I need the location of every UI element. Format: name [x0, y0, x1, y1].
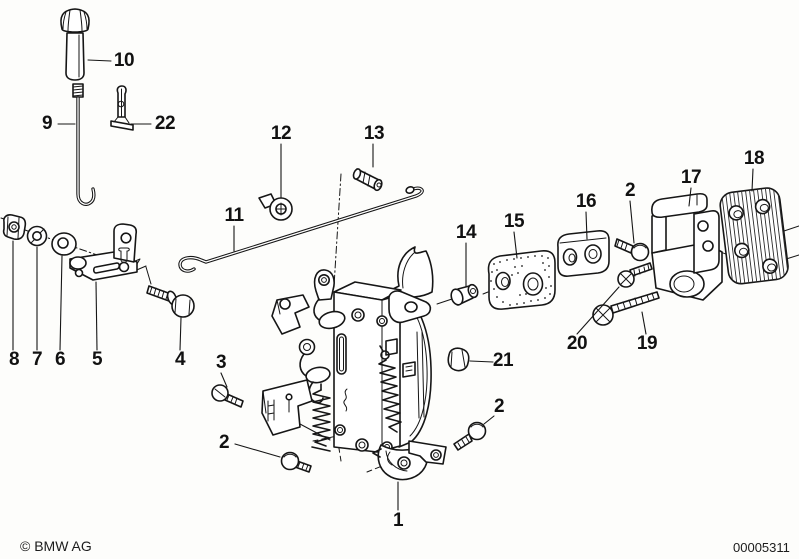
- callout-7: 7: [31, 349, 43, 370]
- part-21-cap: [447, 347, 470, 372]
- part-4-bolt: [146, 285, 195, 318]
- callout-8: 8: [8, 349, 20, 370]
- callout-20: 20: [566, 333, 588, 354]
- part-8-nut: [2, 214, 27, 241]
- callout-21: 21: [492, 350, 514, 371]
- part-19-screw: [592, 291, 660, 326]
- callout-18: 18: [743, 148, 765, 169]
- leader-lines: [12, 59, 754, 511]
- part-7-lock-washer: [26, 225, 48, 247]
- part-1-lock-assembly: [261, 246, 447, 481]
- callout-2c: 2: [493, 396, 505, 417]
- callout-12: 12: [270, 123, 292, 144]
- part-12-grommet: [258, 193, 293, 221]
- callout-2b: 2: [218, 432, 230, 453]
- part-11-rod: [178, 186, 424, 273]
- callout-15: 15: [503, 211, 525, 232]
- part-9-rod: [72, 83, 96, 206]
- callout-5: 5: [91, 349, 103, 370]
- screw-2-upper-right: [614, 238, 650, 262]
- part-15-striker-block: [487, 250, 556, 310]
- part-22-clip: [110, 85, 134, 131]
- screw-2-lower-left: [280, 451, 312, 473]
- part-17-striker-bracket: [651, 192, 723, 301]
- part-3-screw: [211, 384, 244, 408]
- screw-2-lower-right: [453, 421, 487, 451]
- part-14-bushing: [450, 283, 479, 306]
- part-13-clip: [352, 168, 383, 192]
- part-5-bracket: [69, 223, 138, 281]
- callout-4: 4: [174, 349, 186, 370]
- part-18-striker-plate: [719, 186, 790, 286]
- callout-16: 16: [575, 191, 597, 212]
- part-10-knob: [60, 8, 90, 81]
- callout-3: 3: [215, 352, 227, 373]
- callout-17: 17: [680, 167, 702, 188]
- callout-2a: 2: [624, 180, 636, 201]
- part-16-spacer-block: [557, 230, 610, 277]
- callout-19: 19: [636, 333, 658, 354]
- callout-13: 13: [363, 123, 385, 144]
- part-20-screw: [617, 262, 653, 288]
- part-6-washer: [51, 232, 77, 256]
- diagram-number-text: 00005311: [733, 540, 790, 555]
- callout-22: 22: [154, 113, 176, 134]
- copyright-text: © BMW AG: [20, 538, 92, 554]
- callout-14: 14: [455, 222, 477, 243]
- callout-9: 9: [41, 113, 53, 134]
- callout-1: 1: [392, 510, 404, 531]
- callout-11: 11: [224, 205, 244, 226]
- callout-6: 6: [54, 349, 66, 370]
- callout-10: 10: [113, 50, 135, 71]
